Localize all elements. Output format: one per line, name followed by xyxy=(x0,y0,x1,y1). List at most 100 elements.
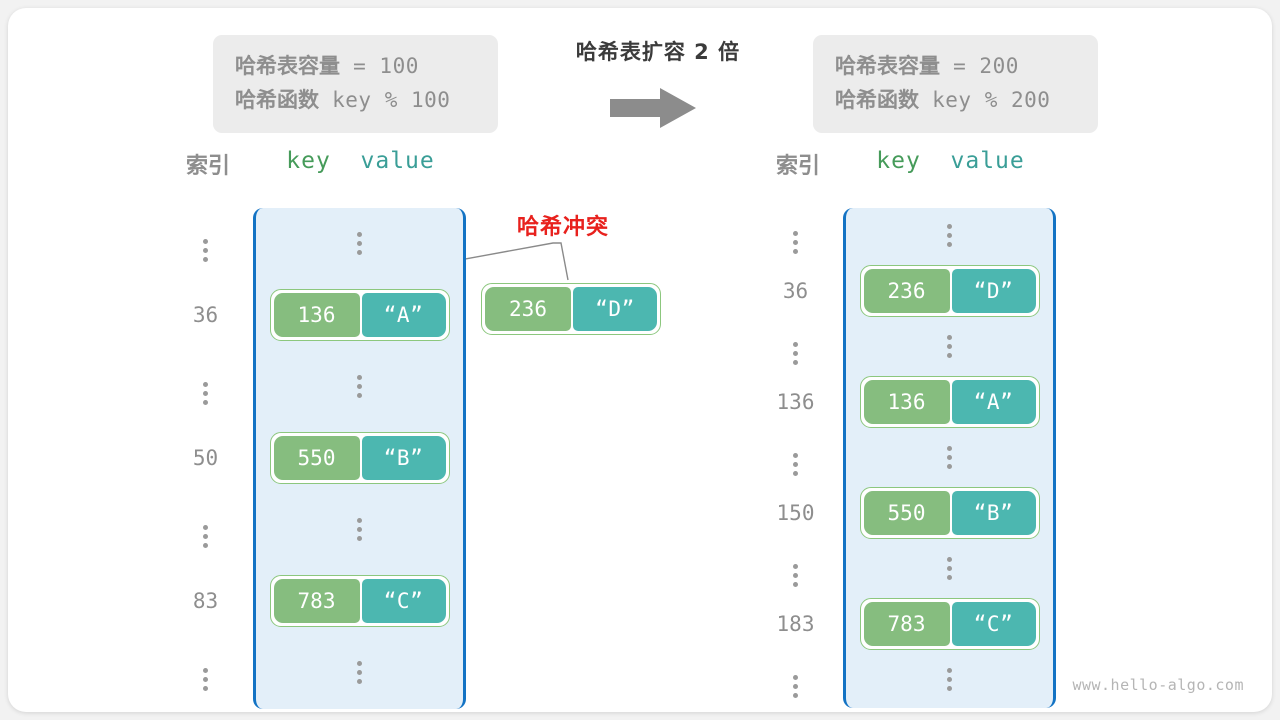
row-index xyxy=(158,368,253,406)
table-row-ellipsis xyxy=(158,637,468,709)
row-index: 83 xyxy=(192,589,219,614)
pair-value: “C” xyxy=(951,602,1036,647)
table-row-ellipsis xyxy=(748,319,1058,375)
table-row: 150 550“B” xyxy=(748,486,1058,542)
row-index xyxy=(158,511,253,549)
vertical-ellipsis-icon xyxy=(203,668,208,692)
vertical-ellipsis-icon xyxy=(947,557,952,581)
row-cell-area xyxy=(843,224,1056,248)
pair-node: 136“A” xyxy=(269,289,450,342)
row-index xyxy=(158,225,253,263)
vertical-ellipsis-icon xyxy=(793,564,798,588)
after-index-header: 索引 xyxy=(775,154,820,179)
before-value-header: value xyxy=(360,148,435,174)
row-cell-area xyxy=(843,335,1056,359)
vertical-ellipsis-icon xyxy=(793,453,798,477)
vertical-ellipsis-icon xyxy=(947,335,952,359)
pair-value: “C” xyxy=(361,579,446,624)
row-index: 36 xyxy=(192,303,219,328)
after-function-value: key % 200 xyxy=(919,88,1051,112)
watermark: www.hello-algo.com xyxy=(1072,676,1244,694)
after-function-label: 哈希函数 xyxy=(835,88,919,112)
row-cell-area: 136“A” xyxy=(253,289,466,342)
row-cell-area xyxy=(843,446,1056,470)
before-function-value: key % 100 xyxy=(319,88,451,112)
pair-node: 236“D” xyxy=(859,265,1040,318)
row-index: 36 xyxy=(782,279,809,304)
row-index: 50 xyxy=(192,446,219,471)
row-cell-area: 550“B” xyxy=(843,487,1056,540)
vertical-ellipsis-icon xyxy=(947,668,952,692)
after-function-line: 哈希函数 key % 200 xyxy=(835,83,1076,117)
row-index xyxy=(748,328,843,366)
row-index xyxy=(748,550,843,588)
row-cell-area xyxy=(253,375,466,399)
table-row-ellipsis xyxy=(158,208,468,280)
vertical-ellipsis-icon xyxy=(357,232,362,256)
after-info-box: 哈希表容量 = 200 哈希函数 key % 200 xyxy=(813,35,1098,133)
after-capacity-label: 哈希表容量 xyxy=(835,54,940,78)
vertical-ellipsis-icon xyxy=(793,342,798,366)
after-key-header: key xyxy=(876,148,921,174)
after-capacity-value: = 200 xyxy=(940,54,1019,78)
pair-key: 236 xyxy=(863,269,950,314)
pair-key: 550 xyxy=(273,436,360,481)
vertical-ellipsis-icon xyxy=(203,239,208,263)
table-row-ellipsis xyxy=(748,430,1058,486)
after-value-header: value xyxy=(950,148,1025,174)
row-cell-area: 550“B” xyxy=(253,432,466,485)
right-arrow-icon xyxy=(610,88,696,128)
pair-key: 236 xyxy=(485,287,571,331)
vertical-ellipsis-icon xyxy=(203,525,208,549)
table-row-ellipsis xyxy=(158,494,468,566)
row-cell-area xyxy=(843,668,1056,692)
pair-node: 783“C” xyxy=(269,575,450,628)
table-row: 36 236“D” xyxy=(748,264,1058,320)
table-row: 50 550“B” xyxy=(158,423,468,495)
vertical-ellipsis-icon xyxy=(793,231,798,255)
row-index: 150 xyxy=(776,501,815,526)
pair-value: “B” xyxy=(951,491,1036,536)
before-capacity-line: 哈希表容量 = 100 xyxy=(235,49,476,83)
row-cell-area xyxy=(253,518,466,542)
before-key-header: key xyxy=(286,148,331,174)
row-index: 136 xyxy=(776,390,815,415)
table-row: 83 783“C” xyxy=(158,566,468,638)
vertical-ellipsis-icon xyxy=(947,446,952,470)
pair-value: “D” xyxy=(951,269,1036,314)
before-info-box: 哈希表容量 = 100 哈希函数 key % 100 xyxy=(213,35,498,133)
row-cell-area xyxy=(253,232,466,256)
before-row-list: 36 136“A” 50 550“B” 83 783“C” xyxy=(158,208,468,709)
row-cell-area: 136“A” xyxy=(843,376,1056,429)
after-kv-header: key value xyxy=(843,148,1058,174)
collision-label: 哈希冲突 xyxy=(516,215,609,240)
table-row: 36 136“A” xyxy=(158,280,468,352)
row-cell-area xyxy=(253,661,466,685)
after-capacity-line: 哈希表容量 = 200 xyxy=(835,49,1076,83)
pair-value: “D” xyxy=(573,287,657,331)
diagram-card: 哈希表容量 = 100 哈希函数 key % 100 哈希表扩容 2 倍 哈希表… xyxy=(8,8,1272,712)
pair-key: 136 xyxy=(273,293,360,338)
vertical-ellipsis-icon xyxy=(793,675,798,699)
before-function-label: 哈希函数 xyxy=(235,88,319,112)
row-cell-area: 236“D” xyxy=(843,265,1056,318)
collision-node: 236 “D” xyxy=(481,283,661,335)
vertical-ellipsis-icon xyxy=(947,224,952,248)
pair-key: 783 xyxy=(863,602,950,647)
vertical-ellipsis-icon xyxy=(357,518,362,542)
pair-key: 136 xyxy=(863,380,950,425)
row-index: 183 xyxy=(776,612,815,637)
pair-node: 550“B” xyxy=(859,487,1040,540)
table-row-ellipsis xyxy=(748,208,1058,264)
vertical-ellipsis-icon xyxy=(357,661,362,685)
before-index-header: 索引 xyxy=(185,154,230,179)
row-cell-area: 783“C” xyxy=(253,575,466,628)
pair-node: 783“C” xyxy=(859,598,1040,651)
row-index xyxy=(158,654,253,692)
pair-node: 550“B” xyxy=(269,432,450,485)
row-index xyxy=(748,439,843,477)
before-kv-header: key value xyxy=(253,148,468,174)
